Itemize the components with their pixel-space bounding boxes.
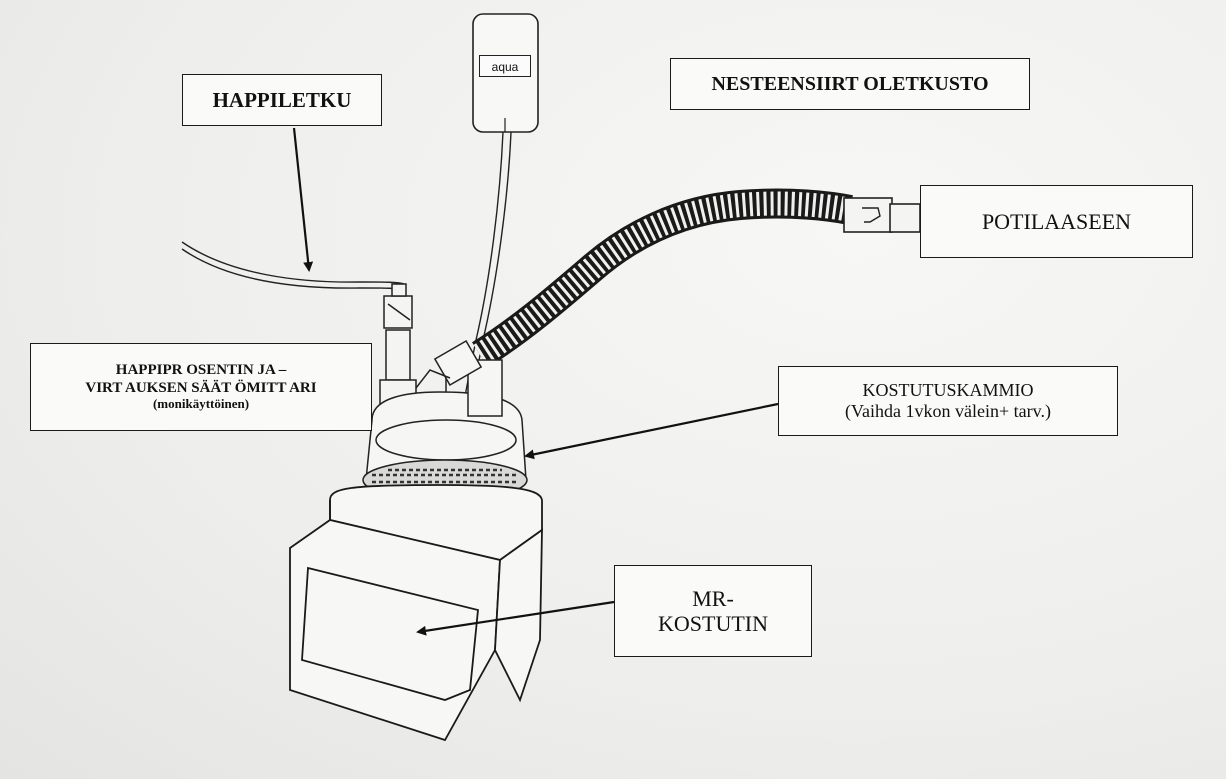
oxygen-tube xyxy=(181,241,405,291)
label-nesteensiirtoletkusto: NESTEENSIIRT OLETKUSTO xyxy=(670,58,1030,110)
arrow-happiletku xyxy=(292,127,314,272)
label-happiprosentti-line1: HAPPIPR OSENTIN JA – xyxy=(115,362,287,379)
humidifier-chamber xyxy=(365,339,527,481)
label-kostutuskammio-line2: (Vaihda 1vkon välein+ tarv.) xyxy=(845,401,1051,421)
label-happiletku-text: HAPPILETKU xyxy=(212,87,352,112)
label-happiprosentti-line2: VIRT AUKSEN SÄÄT ÖMITT ARI xyxy=(85,379,317,396)
label-nesteensiirtoletkusto-text: NESTEENSIIRT OLETKUSTO xyxy=(711,72,989,95)
label-mr-kostutin-line2: KOSTUTIN xyxy=(658,611,768,636)
corrugated-tube xyxy=(472,188,921,368)
label-happiprosentti: HAPPIPR OSENTIN JA – VIRT AUKSEN SÄÄT ÖM… xyxy=(30,343,372,431)
arrow-kostutuskammio xyxy=(524,402,779,460)
label-kostutuskammio-line1: KOSTUTUSKAMMIO xyxy=(862,380,1034,401)
aqua-label: aqua xyxy=(479,55,531,77)
label-kostutuskammio: KOSTUTUSKAMMIO (Vaihda 1vkon välein+ tar… xyxy=(778,366,1118,436)
arrow-mr-kostutin xyxy=(416,600,615,636)
label-happiletku: HAPPILETKU xyxy=(182,74,382,126)
humidifier-base xyxy=(289,484,543,742)
oxygen-flowmeter xyxy=(379,283,417,411)
label-potilaaseen-text: POTILAASEEN xyxy=(981,208,1132,234)
label-mr-kostutin-line1: MR- xyxy=(692,585,734,611)
label-happiprosentti-line3: (monikäyttöinen) xyxy=(152,395,250,411)
label-potilaaseen: POTILAASEEN xyxy=(920,185,1193,258)
label-mr-kostutin: MR- KOSTUTIN xyxy=(614,565,812,657)
